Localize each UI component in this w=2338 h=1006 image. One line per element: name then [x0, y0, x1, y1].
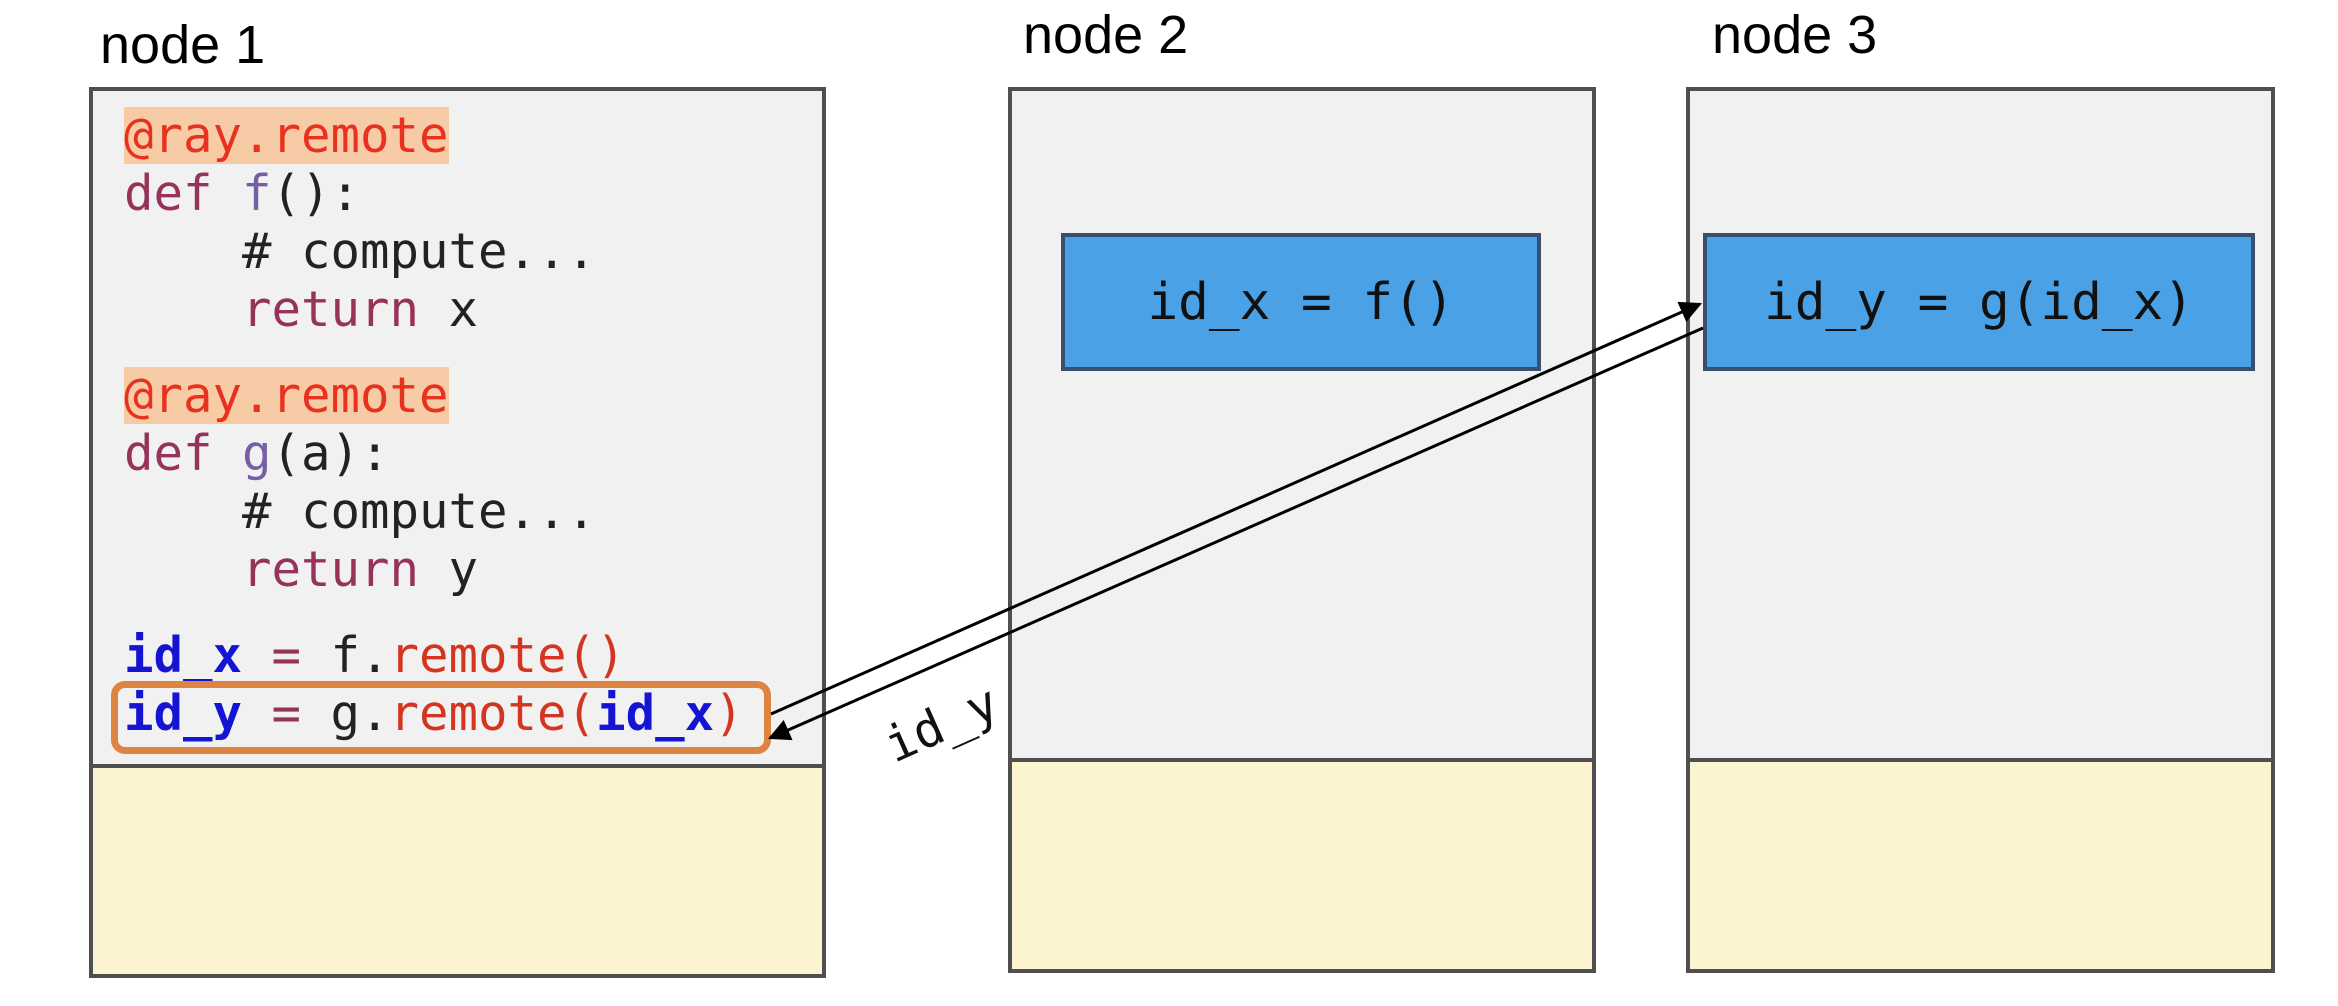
- code-line-return-x: return x: [242, 281, 478, 339]
- return-value: y: [419, 541, 479, 598]
- code-line-comment: # compute...: [242, 483, 596, 541]
- node-1-box: @ray.remote def f(): # compute... return…: [89, 87, 826, 978]
- code-line-f-decorator: @ray.remote: [124, 107, 449, 165]
- arrow-submit-task: [770, 301, 1703, 716]
- signature: (a):: [271, 425, 390, 482]
- signature: ():: [271, 165, 361, 222]
- code-line-return-y: return y: [242, 541, 478, 599]
- task-g: id_y = g(id_x): [1703, 233, 2255, 371]
- code-line-call-f: id_x = f.remote(): [124, 627, 626, 685]
- variable-id-x: id_x: [124, 627, 243, 684]
- return-value: x: [419, 281, 479, 338]
- node-2-object-store: [1012, 758, 1592, 969]
- code-line-def-g: def g(a):: [124, 425, 390, 483]
- highlighted-call: [111, 681, 771, 754]
- variable-id-y: id_y: [124, 685, 243, 742]
- operator: =: [242, 627, 331, 684]
- keyword-def: def: [124, 165, 243, 222]
- close-paren: ): [714, 685, 744, 742]
- keyword-def: def: [124, 425, 243, 482]
- object-f: f.: [330, 627, 390, 684]
- keyword-return: return: [242, 281, 420, 338]
- function-name-g: g: [242, 425, 272, 482]
- decorator: @ray.remote: [124, 107, 449, 164]
- operator: =: [242, 685, 331, 742]
- method-remote: remote(: [389, 685, 597, 742]
- code-line-call-g: id_y = g.remote(id_x): [124, 685, 744, 743]
- function-name-f: f: [242, 165, 272, 222]
- code-line-comment: # compute...: [242, 223, 596, 281]
- node-3-title: node 3: [1712, 5, 1878, 65]
- comment: # compute...: [242, 223, 597, 280]
- task-f: id_x = f(): [1061, 233, 1541, 371]
- method-remote: remote(): [389, 627, 626, 684]
- decorator: @ray.remote: [124, 367, 449, 424]
- node-1-object-store: [93, 764, 822, 974]
- code-line-g-decorator: @ray.remote: [124, 367, 449, 425]
- argument-id-x: id_x: [596, 685, 715, 742]
- keyword-return: return: [242, 541, 420, 598]
- node-2-title: node 2: [1023, 5, 1189, 65]
- node-3-object-store: [1690, 758, 2271, 969]
- arrow-return-id-y: [767, 326, 1704, 741]
- code-line-def-f: def f():: [124, 165, 360, 223]
- object-g: g.: [330, 685, 390, 742]
- comment: # compute...: [242, 483, 597, 540]
- node-1-title: node 1: [100, 15, 266, 75]
